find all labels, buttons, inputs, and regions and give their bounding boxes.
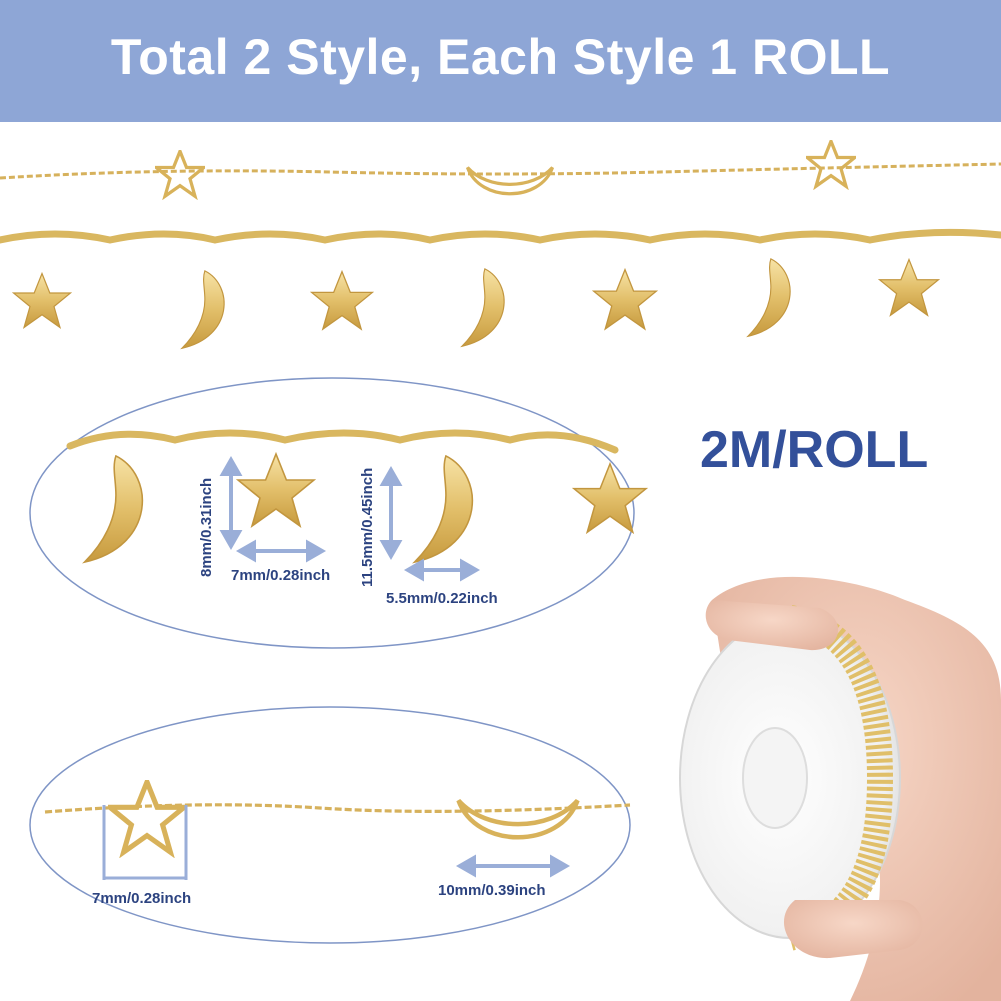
style2-detail-ellipse — [29, 706, 631, 944]
style1-detail-ellipse — [29, 377, 647, 649]
length-per-roll-label: 2M/ROLL — [700, 421, 929, 479]
star-charm — [12, 272, 72, 329]
moon-charm — [747, 258, 791, 337]
style1-star-height-label: 8mm/0.31inch — [198, 477, 215, 577]
style2-moon-width-label: 10mm/0.39inch — [438, 882, 546, 899]
open-star-pendant — [806, 140, 856, 188]
measurement-arrows — [219, 455, 481, 582]
bar-star-moon-chain — [0, 228, 1001, 349]
style1-moon-width-label: 5.5mm/0.22inch — [386, 590, 498, 607]
moon-charm — [181, 270, 225, 349]
open-star-pendant — [155, 150, 205, 198]
style2-star-width-label: 7mm/0.28inch — [92, 890, 192, 907]
chain-spool-in-hand — [679, 576, 1001, 1001]
star-charm — [878, 258, 940, 316]
measurement-bracket — [102, 805, 188, 880]
measurement-arrows — [455, 854, 571, 878]
open-moon-pendant — [465, 165, 555, 196]
star-charm — [310, 270, 374, 330]
open-star-moon-chain — [0, 140, 1001, 198]
style1-moon-height-label: 11.5mm/0.45inch — [359, 467, 376, 587]
moon-charm — [461, 268, 505, 347]
style1-star-width-label: 7mm/0.28inch — [231, 567, 331, 584]
star-charm — [592, 268, 658, 330]
title-banner: Total 2 Style, Each Style 1 ROLL — [0, 0, 1001, 122]
banner-title: Total 2 Style, Each Style 1 ROLL — [110, 29, 891, 85]
